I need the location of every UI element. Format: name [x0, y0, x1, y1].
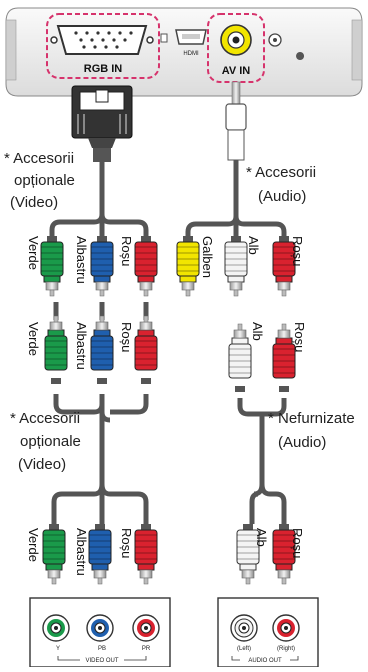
- plug-yellow-1: [176, 236, 200, 297]
- plug-green-3: [42, 524, 66, 585]
- audio-optional-line2: (Audio): [258, 188, 307, 205]
- plug-label-rosu-6: Roșu: [290, 528, 305, 559]
- port-pr-label: PR: [142, 646, 151, 652]
- audio-out-label: AUDIO OUT: [248, 658, 282, 664]
- mini-jack-cable: [225, 81, 247, 206]
- video-optional-top-line1: * Accesorii: [4, 150, 75, 167]
- plug-red-6: [272, 524, 296, 585]
- video-cables-mid: [51, 302, 149, 524]
- plug-blue-2: [90, 315, 114, 384]
- video-optional-top-line2: opționale: [14, 172, 75, 189]
- plug-white-2: [228, 323, 252, 392]
- plug-blue-3: [88, 524, 112, 585]
- plug-white-1: [224, 236, 248, 297]
- plug-label-albastru-3: Albastru: [74, 528, 89, 576]
- plug-label-albastru-1: Albastru: [74, 236, 89, 284]
- audio-cables-mid: [237, 398, 287, 524]
- rgb-in-label: RGB IN: [84, 63, 123, 75]
- av-in-port: AV IN: [207, 13, 265, 83]
- plug-label-verde-1: Verde: [26, 236, 41, 270]
- audio-nonsupplied-line1: * Nefurnizate: [268, 410, 355, 427]
- plug-red-5: [134, 524, 158, 585]
- plug-label-galben: Galben: [200, 236, 215, 278]
- av-in-label: AV IN: [222, 65, 251, 77]
- plug-label-alb-1: Alb: [246, 236, 261, 255]
- audio-out-panel: (Left) (Right) AUDIO OUT: [217, 597, 319, 668]
- port-y-label: Y: [56, 646, 60, 652]
- plug-label-verde-3: Verde: [26, 528, 41, 562]
- plug-label-alb-3: Alb: [254, 528, 269, 547]
- hdmi-port: HDMI: [160, 29, 207, 57]
- port-right-label: (Right): [277, 646, 295, 652]
- plug-label-rosu-2: Roșu: [290, 236, 305, 267]
- plug-label-albastru-2: Albastru: [74, 322, 89, 370]
- plug-label-rosu-3: Roșu: [119, 322, 134, 353]
- plug-green-1: [40, 236, 64, 297]
- svg-text:HDMI: HDMI: [183, 51, 199, 57]
- video-optional-bottom-line2: opționale: [20, 433, 81, 450]
- video-optional-bottom-line3: (Video): [18, 456, 67, 473]
- video-optional-top-line3: (Video): [10, 194, 59, 211]
- dc-in-port: [268, 33, 305, 60]
- audio-nonsupplied-line2: (Audio): [278, 434, 327, 451]
- plug-red-1: [134, 236, 158, 297]
- plug-label-rosu-5: Roșu: [119, 528, 134, 559]
- plug-label-rosu-4: Roșu: [292, 322, 307, 353]
- video-out-label: VIDEO OUT: [85, 658, 118, 664]
- plug-white-3: [236, 524, 260, 585]
- plug-red-2: [272, 236, 296, 297]
- port-pb-label: PB: [98, 646, 106, 652]
- plug-red-4: [272, 323, 296, 392]
- plug-red-3: [134, 315, 158, 384]
- audio-optional-line1: * Accesorii: [246, 164, 317, 181]
- plug-blue-1: [90, 236, 114, 297]
- plug-label-verde-2: Verde: [26, 322, 41, 356]
- video-out-panel: Y PB PR VIDEO OUT: [29, 597, 171, 668]
- plug-label-alb-2: Alb: [250, 322, 265, 341]
- plug-green-2: [44, 315, 68, 384]
- video-optional-bottom-line1: * Accesorii: [10, 410, 81, 427]
- port-left-label: (Left): [237, 646, 251, 652]
- cable-splits: [49, 204, 287, 236]
- vga-cable: [71, 85, 133, 204]
- plug-label-rosu-1: Roșu: [119, 236, 134, 267]
- rgb-in-port: RGB IN: [46, 13, 160, 79]
